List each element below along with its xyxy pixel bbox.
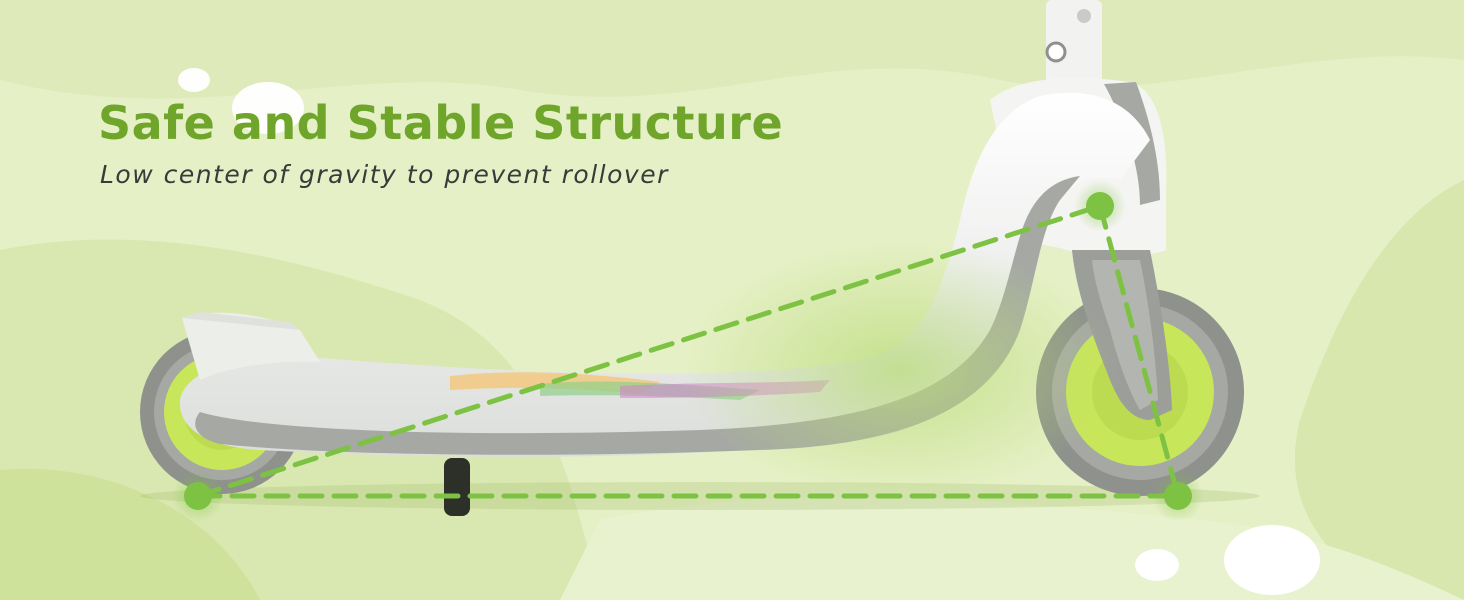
- decorative-bubbles: [178, 68, 1320, 595]
- subline: Low center of gravity to prevent rollove…: [100, 160, 669, 189]
- headline: Safe and Stable Structure: [98, 96, 784, 150]
- gravity-triangle: [195, 203, 1181, 499]
- gravity-points: [172, 180, 1204, 522]
- gravity-glow: [680, 240, 1120, 500]
- kickstand: [444, 458, 470, 516]
